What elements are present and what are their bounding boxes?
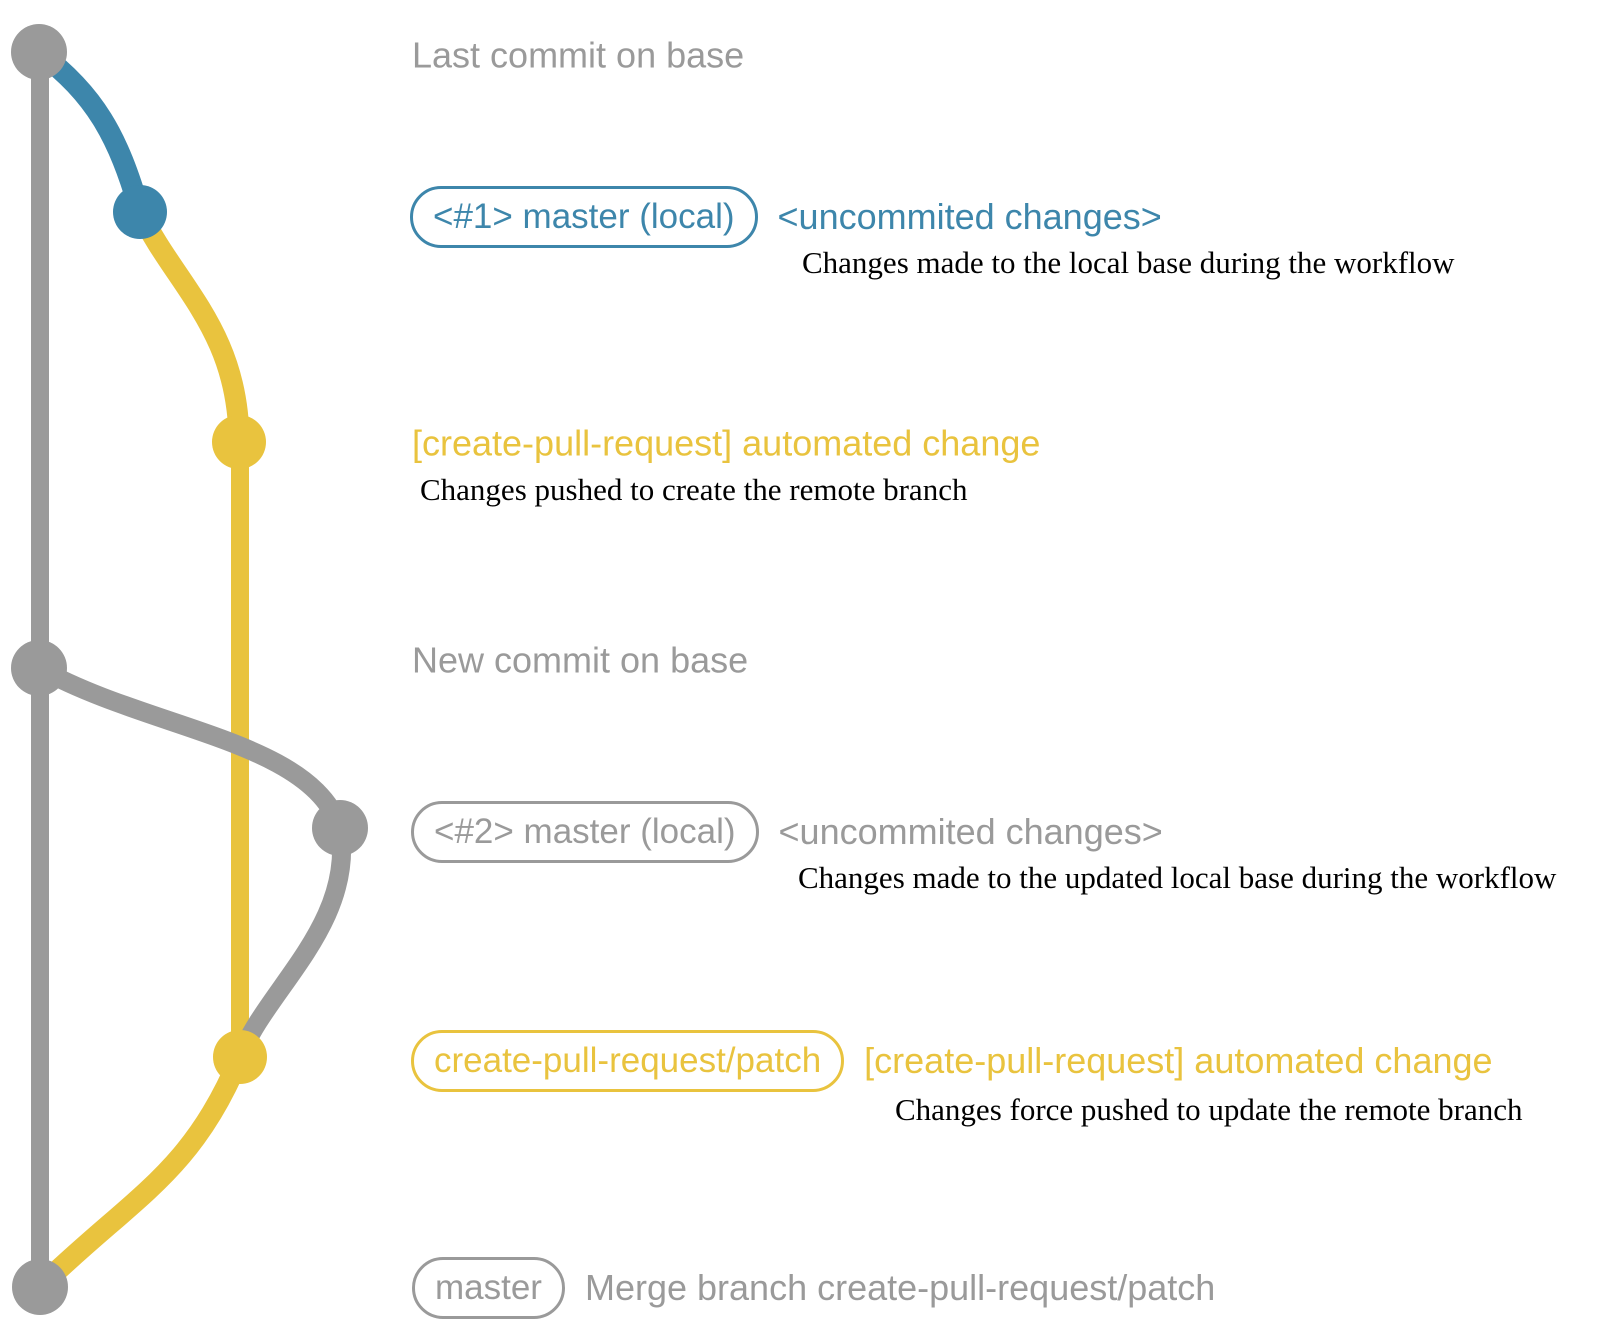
last-commit-label: Last commit on base bbox=[412, 34, 745, 76]
merge-commit-message: Merge branch create-pull-request/patch bbox=[584, 1267, 1216, 1309]
branch-badge-patch: create-pull-request/patch bbox=[411, 1030, 845, 1092]
row-last-commit: Last commit on base bbox=[412, 33, 744, 76]
push-2-message: [create-pull-request] automated change bbox=[864, 1040, 1493, 1082]
commit-node-last-base bbox=[11, 24, 67, 80]
edge-base-to-local1 bbox=[28, 41, 151, 223]
commit-2-message: <uncommited changes> bbox=[778, 811, 1163, 853]
row-merge: master Merge branch create-pull-request/… bbox=[412, 1257, 1215, 1319]
branch-badge-master: master bbox=[412, 1257, 565, 1319]
commit-1-description: Changes made to the local base during th… bbox=[802, 245, 1455, 280]
edge-local1-to-patch1 bbox=[129, 201, 250, 453]
commit-node-merge bbox=[12, 1259, 68, 1315]
row-new-commit: New commit on base bbox=[412, 638, 748, 681]
commit-node-patch-2 bbox=[213, 1030, 267, 1084]
new-commit-label: New commit on base bbox=[412, 639, 749, 681]
row-commit-2: <#2> master (local) <uncommited changes> bbox=[411, 801, 1163, 863]
edge-newbase-to-local2 bbox=[29, 658, 350, 838]
edge-local2-to-patch2 bbox=[230, 818, 352, 1067]
commit-node-local-1 bbox=[113, 185, 167, 239]
push-1-message: [create-pull-request] automated change bbox=[412, 422, 1041, 464]
push-1-description: Changes pushed to create the remote bran… bbox=[420, 472, 968, 507]
push-2-description: Changes force pushed to update the remot… bbox=[895, 1092, 1523, 1127]
row-push-2: create-pull-request/patch [create-pull-r… bbox=[411, 1030, 1493, 1092]
commit-2-description: Changes made to the updated local base d… bbox=[798, 860, 1557, 895]
branch-badge-master-local-2: <#2> master (local) bbox=[411, 801, 759, 863]
branch-badge-master-local-1: <#1> master (local) bbox=[410, 186, 758, 248]
commit-node-new-base bbox=[11, 640, 67, 696]
commit-1-message: <uncommited changes> bbox=[777, 196, 1162, 238]
row-commit-1: <#1> master (local) <uncommited changes> bbox=[410, 186, 1162, 248]
edge-patch2-to-merge bbox=[29, 1046, 251, 1298]
row-push-1: [create-pull-request] automated change bbox=[412, 421, 1040, 464]
commit-node-local-2 bbox=[312, 800, 368, 856]
commit-node-patch-1 bbox=[212, 415, 266, 469]
